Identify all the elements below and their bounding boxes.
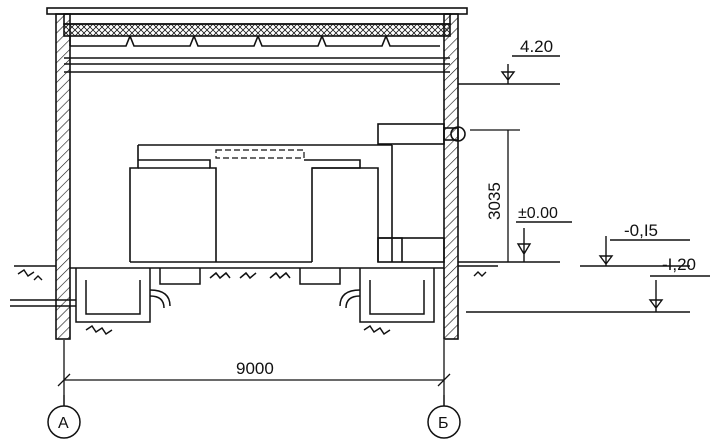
width-dimension-label: 9000 bbox=[236, 359, 274, 378]
axis-a-label: A bbox=[58, 415, 69, 432]
ground bbox=[14, 265, 498, 281]
equipment bbox=[129, 123, 466, 263]
elevation-zero-label: ±0.00 bbox=[518, 205, 558, 222]
roof bbox=[46, 7, 468, 73]
axis-b-label: Б bbox=[438, 415, 449, 432]
height-dimension-label: 3035 bbox=[485, 182, 504, 220]
wall-left bbox=[55, 13, 71, 340]
elevation-top-label: 4.20 bbox=[520, 37, 553, 56]
wall-right bbox=[443, 13, 459, 340]
elevation-m015-label: -0,I5 bbox=[624, 221, 658, 240]
dimension-lines bbox=[57, 129, 520, 395]
foundations bbox=[10, 268, 435, 336]
elevation-m120-label: -I,20 bbox=[662, 255, 696, 274]
elevation-marks bbox=[458, 55, 710, 313]
axis-markers bbox=[47, 395, 461, 439]
